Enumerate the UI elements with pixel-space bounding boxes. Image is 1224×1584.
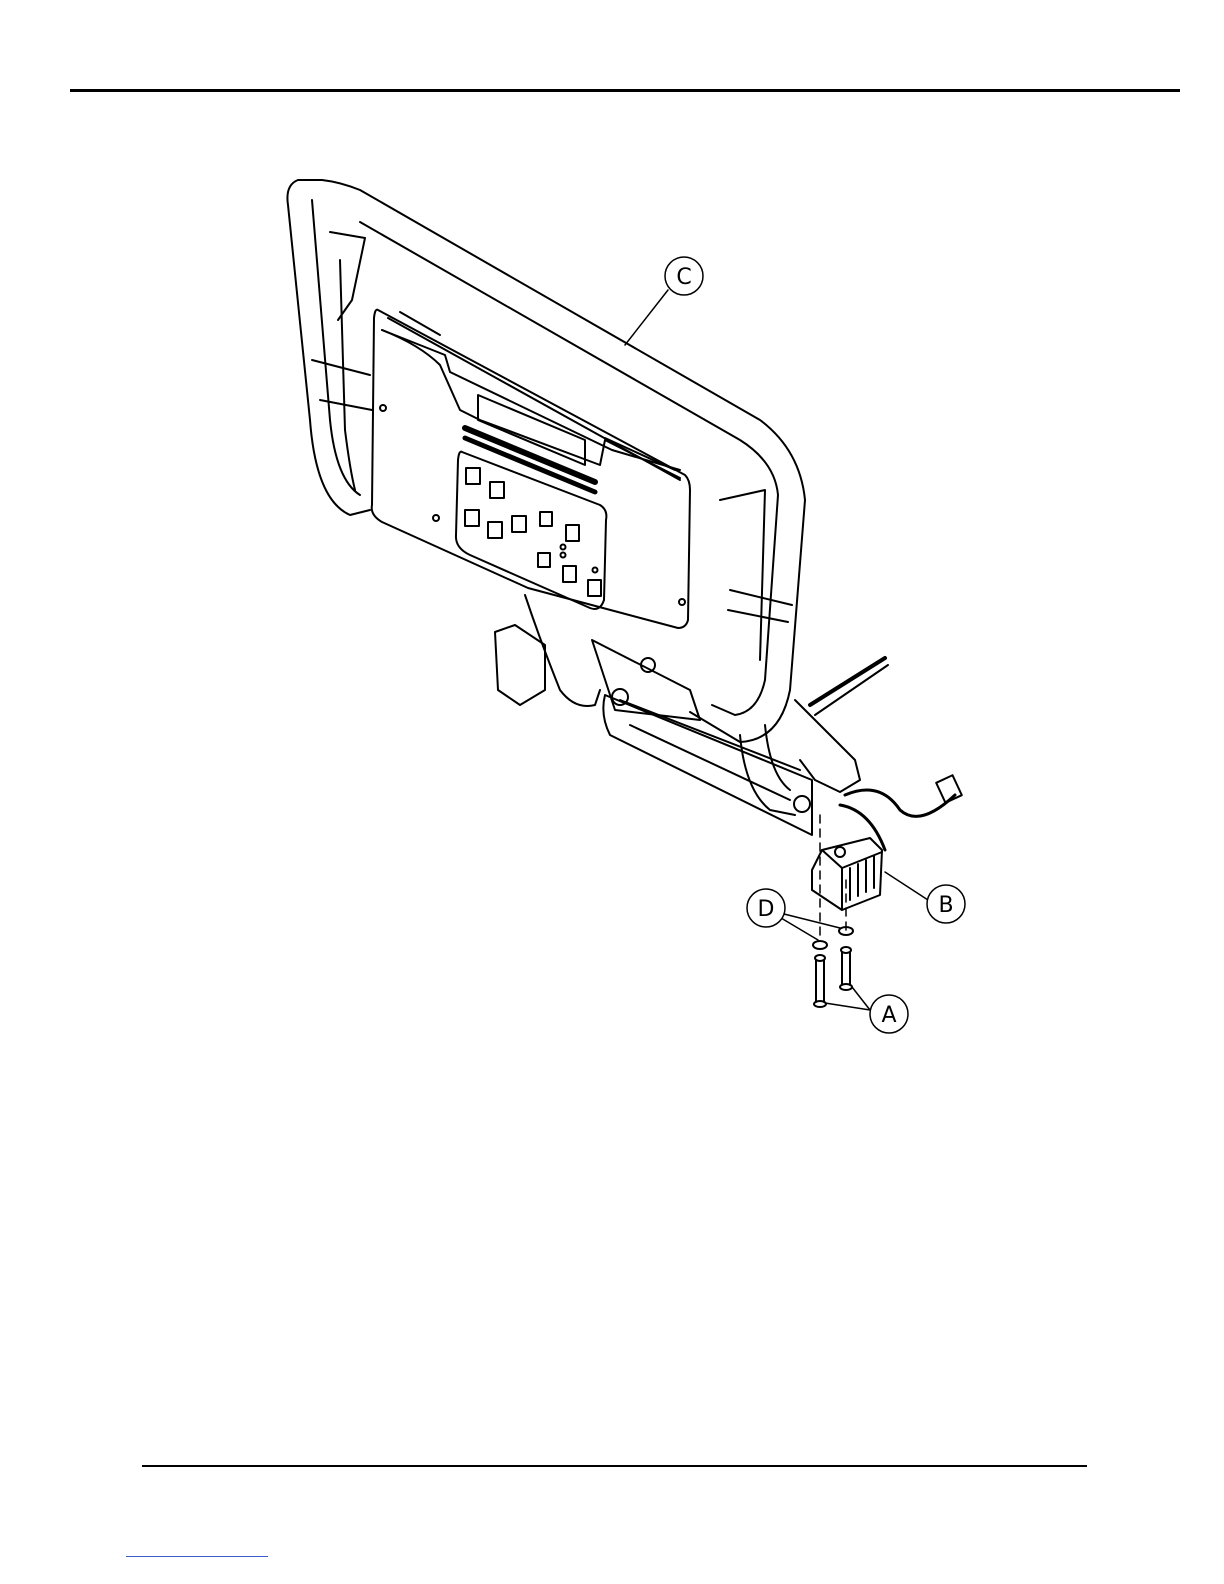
callout-b-label: B	[938, 893, 953, 918]
footer-link-underline[interactable]	[126, 1556, 268, 1557]
callout-c-label: C	[676, 265, 691, 290]
back-panel	[372, 310, 690, 628]
hinge-arm	[495, 595, 888, 835]
control-keypad	[456, 428, 606, 609]
callout-d: D	[747, 889, 785, 927]
cable-connector	[840, 775, 962, 850]
part-b-actuator-box	[812, 838, 882, 910]
callout-a-label: A	[881, 1003, 896, 1028]
part-a-screws	[814, 947, 852, 1007]
callout-c: C	[665, 257, 703, 295]
footer-rule	[142, 1465, 1087, 1467]
part-d-washers	[813, 927, 853, 949]
callout-b: B	[927, 885, 965, 923]
callout-d-label: D	[758, 897, 775, 922]
callout-a: A	[870, 995, 908, 1033]
